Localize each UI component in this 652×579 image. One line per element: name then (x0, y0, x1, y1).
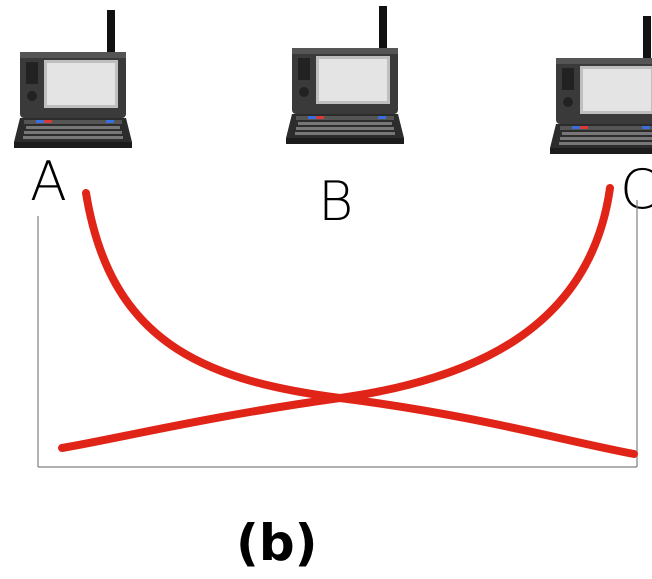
figure-caption: (b) (236, 514, 318, 572)
signal-curve-c (58, 184, 614, 452)
node-label-b: B (318, 170, 353, 233)
node-label-a: A (30, 150, 67, 213)
laptop-icon-a (14, 10, 132, 148)
laptop-icon-b (286, 6, 404, 144)
laptop-icon-c (550, 16, 652, 154)
signal-curve-a (82, 189, 638, 458)
node-label-c: C (620, 158, 652, 221)
